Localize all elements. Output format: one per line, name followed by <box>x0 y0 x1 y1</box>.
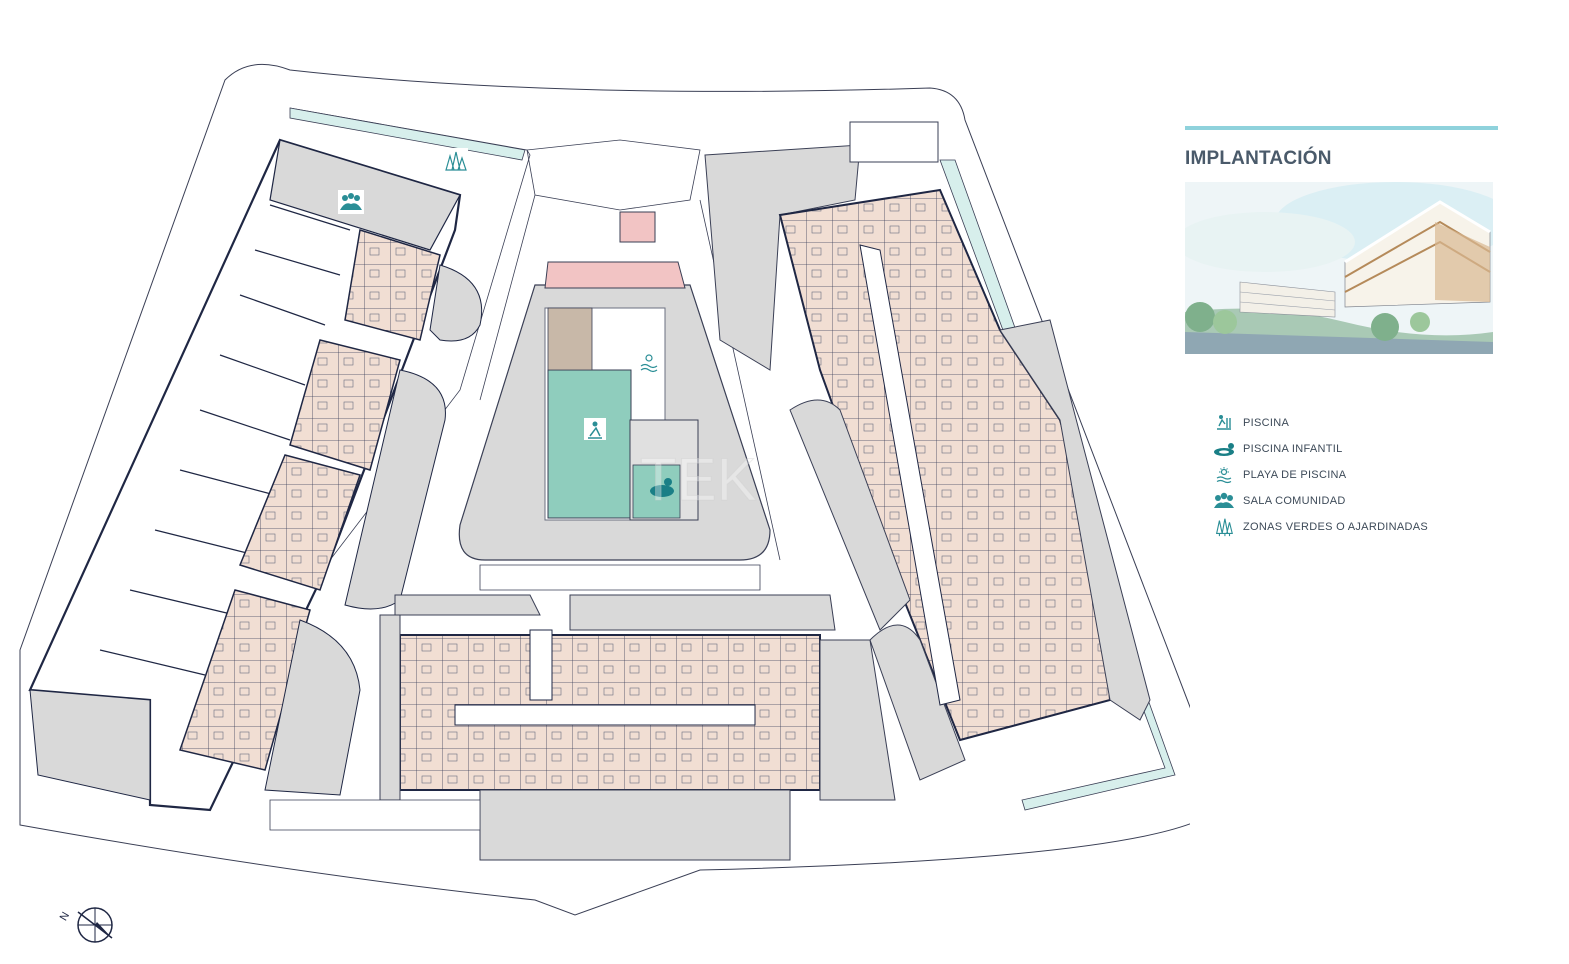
info-panel: IMPLANTACIÓN <box>1185 126 1500 354</box>
pool-beach-icon <box>638 350 660 373</box>
building-rendering <box>1185 182 1493 354</box>
legend-item-playa-de-piscina: PLAYA DE PISCINA <box>1213 462 1428 488</box>
legend-item-piscina: PISCINA <box>1213 410 1428 436</box>
north-compass: N <box>58 907 113 943</box>
legend-label: PLAYA DE PISCINA <box>1243 469 1347 481</box>
legend-label: PISCINA <box>1243 417 1290 429</box>
accent-rule <box>1185 126 1498 130</box>
legend-item-piscina-infantil: PISCINA INFANTIL <box>1213 436 1428 462</box>
legend-item-zonas-verdes: ZONAS VERDES O AJARDINADAS <box>1213 514 1428 540</box>
sun-waves-icon <box>1213 465 1235 485</box>
legend-label: SALA COMUNIDAD <box>1243 495 1346 507</box>
compass-north-label: N <box>58 910 72 923</box>
community-room-icon <box>338 190 364 214</box>
pool-float-duck-icon <box>1213 439 1235 459</box>
legend: PISCINA PISCINA INFANTIL PLAYA DE PISCIN… <box>1213 410 1428 540</box>
green-strips <box>289 107 1176 811</box>
legend-label: PISCINA INFANTIL <box>1243 443 1343 455</box>
trees-icon <box>1213 517 1235 537</box>
kids-pool-duck-icon <box>650 478 674 497</box>
pool-area <box>458 211 771 561</box>
community-group-icon <box>1213 491 1235 511</box>
page-title: IMPLANTACIÓN <box>1185 148 1332 169</box>
west-block <box>28 138 483 812</box>
south-block <box>269 594 896 861</box>
watermark: TEK <box>640 446 757 513</box>
site-plan: TEK N <box>19 63 1190 943</box>
swimmer-ladder-icon <box>1213 413 1235 433</box>
green-zone-icon <box>440 148 468 176</box>
pool-swimmer-icon <box>584 418 606 440</box>
legend-item-sala-comunidad: SALA COMUNIDAD <box>1213 488 1428 514</box>
east-block <box>704 121 1151 781</box>
legend-label: ZONAS VERDES O AJARDINADAS <box>1243 521 1429 533</box>
